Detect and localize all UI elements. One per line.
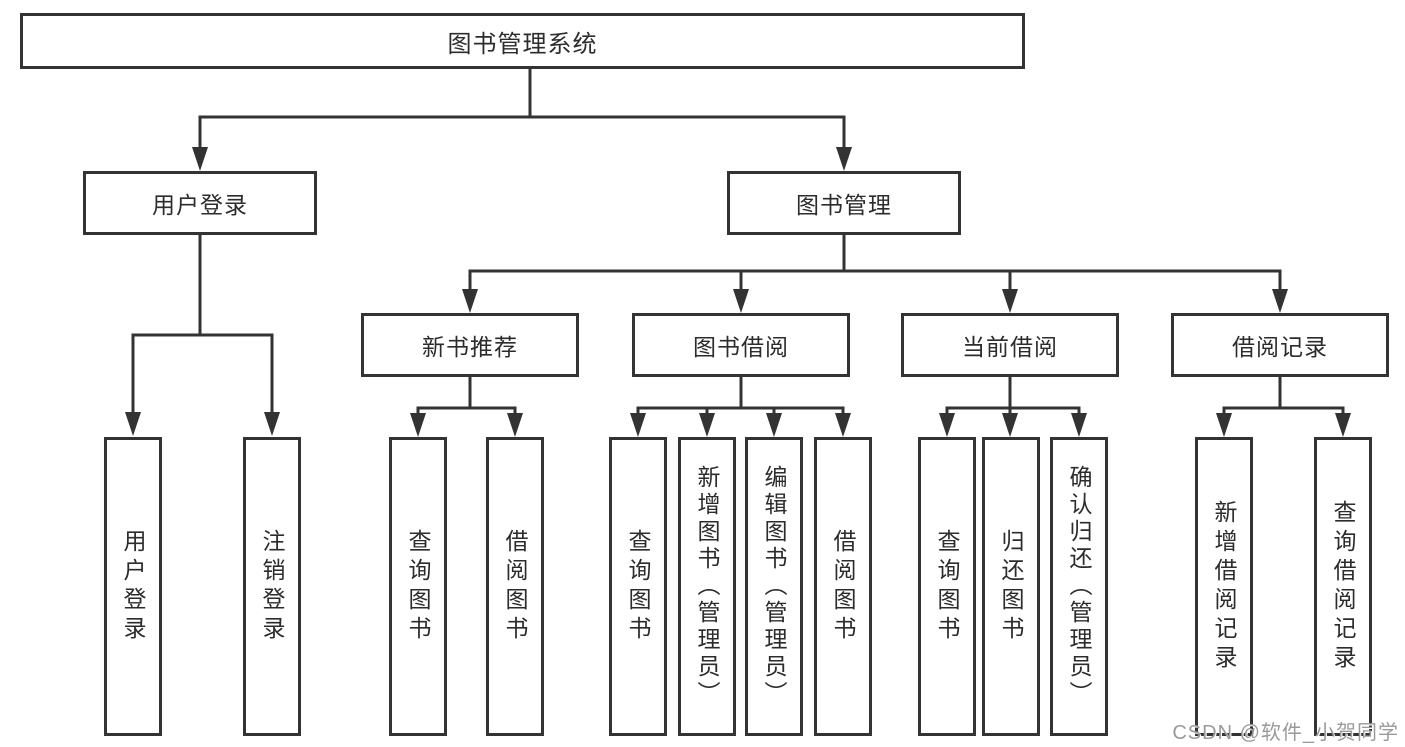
connector-current-borrow-to-leaves [939, 377, 1087, 437]
leaf-query-book-newbook: 查询图书 [389, 437, 447, 736]
node-book-management: 图书管理 [727, 171, 961, 235]
connector-book-mgmt-to-level3 [462, 235, 1288, 313]
leaf-add-borrow-record: 新增借阅记录 [1195, 437, 1253, 736]
leaf-borrow-book-newbook: 借阅图书 [486, 437, 544, 736]
leaf-user-login: 用户登录 [104, 437, 162, 736]
node-library-management-system: 图书管理系统 [20, 13, 1025, 69]
leaf-add-book-admin: 新增图书（管理员） [678, 437, 736, 736]
connector-borrow-record-to-leaves [1216, 377, 1351, 437]
leaf-borrow-book: 借阅图书 [814, 437, 872, 736]
node-borrow-record: 借阅记录 [1171, 313, 1389, 377]
leaf-query-book-borrow: 查询图书 [609, 437, 667, 736]
connector-root-to-level2 [192, 69, 852, 171]
connector-book-borrow-to-leaves [630, 377, 851, 437]
node-book-borrow: 图书借阅 [632, 313, 850, 377]
node-current-borrow: 当前借阅 [901, 313, 1119, 377]
connector-new-book-to-leaves [410, 377, 523, 437]
leaf-return-book: 归还图书 [982, 437, 1040, 736]
csdn-watermark: CSDN @软件_小贺同学 [1172, 722, 1399, 744]
leaf-edit-book-admin: 编辑图书（管理员） [745, 437, 803, 736]
leaf-query-book-current: 查询图书 [918, 437, 976, 736]
leaf-query-borrow-record: 查询借阅记录 [1314, 437, 1372, 736]
node-user-login: 用户登录 [83, 171, 317, 235]
node-new-book-recommend: 新书推荐 [361, 313, 579, 377]
leaf-confirm-return-admin: 确认归还（管理员） [1050, 437, 1108, 736]
connector-user-login-to-leaves [125, 235, 280, 436]
leaf-logout: 注销登录 [243, 437, 301, 736]
